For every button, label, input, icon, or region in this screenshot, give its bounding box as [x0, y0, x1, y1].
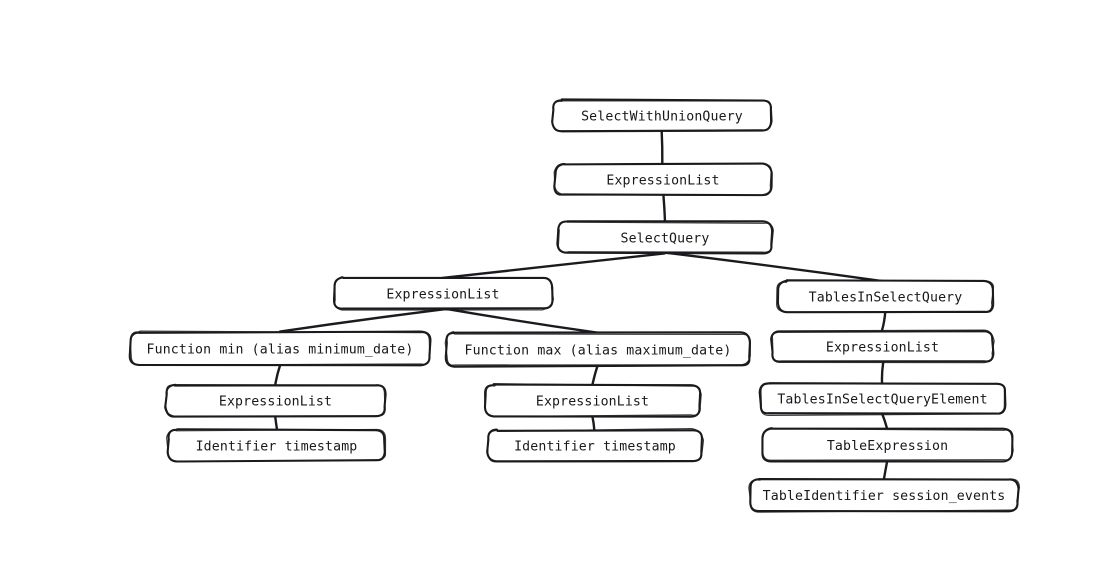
tree-edge — [273, 414, 279, 432]
node-label: TableIdentifier session_events — [763, 489, 1006, 504]
tree-node[interactable]: Identifier timestamp — [486, 427, 705, 463]
tree-node[interactable]: ExpressionList — [483, 383, 702, 418]
node-label: Function min (alias minimum_date) — [147, 343, 414, 358]
tree-edge — [441, 252, 666, 280]
tree-edge — [882, 460, 889, 480]
tree-edge — [662, 194, 667, 223]
node-label: Identifier timestamp — [196, 440, 358, 455]
node-outline-sketch — [776, 279, 995, 313]
node-label: ExpressionList — [536, 395, 649, 410]
node-label: ExpressionList — [219, 395, 332, 410]
tree-node[interactable]: TablesInSelectQuery — [776, 279, 995, 314]
tree-edge — [273, 364, 282, 387]
tree-node[interactable]: Function min (alias minimum_date) — [128, 330, 432, 367]
node-label: ExpressionList — [386, 288, 499, 303]
edge-layer — [273, 129, 889, 480]
tree-edge — [663, 251, 887, 283]
node-label: Identifier timestamp — [514, 440, 676, 455]
node-outline-sketch — [748, 478, 1021, 513]
tree-node[interactable]: SelectQuery — [556, 220, 774, 255]
node-outline-sketch — [334, 276, 555, 311]
node-label: TablesInSelectQuery — [809, 291, 963, 306]
tree-node[interactable]: TableIdentifier session_events — [748, 478, 1021, 513]
node-outline-sketch — [551, 99, 773, 133]
node-outline-sketch — [166, 428, 387, 463]
node-layer: SelectWithUnionQueryExpressionListSelect… — [128, 98, 1021, 513]
node-outline-sketch — [762, 427, 1014, 461]
tree-node[interactable]: ExpressionList — [553, 162, 773, 197]
node-label: Function max (alias maximum_date) — [465, 344, 732, 359]
tree-edge — [591, 415, 596, 432]
tree-edge — [880, 412, 889, 430]
node-label: ExpressionList — [826, 341, 939, 356]
tree-edge — [591, 365, 599, 387]
node-outline-sketch — [553, 162, 772, 197]
node-outline-sketch — [444, 331, 751, 366]
node-outline-sketch — [557, 220, 774, 253]
node-outline-sketch — [164, 384, 386, 418]
node-label: TableExpression — [827, 439, 948, 454]
tree-node[interactable]: TablesInSelectQueryElement — [758, 382, 1007, 417]
node-label: SelectWithUnionQuery — [581, 110, 743, 125]
tree-edge — [880, 361, 885, 384]
node-label: TablesInSelectQueryElement — [777, 393, 987, 408]
node-outline-sketch — [760, 382, 1005, 417]
tree-node[interactable]: Function max (alias maximum_date) — [444, 331, 751, 368]
node-outline-sketch — [129, 330, 431, 366]
node-outline-sketch — [771, 329, 995, 364]
node-label: ExpressionList — [606, 174, 719, 189]
tree-node[interactable]: ExpressionList — [332, 276, 555, 311]
tree-edge — [880, 310, 887, 332]
tree-node[interactable]: Identifier timestamp — [166, 428, 387, 463]
tree-node[interactable]: ExpressionList — [164, 383, 387, 418]
tree-node[interactable]: TableExpression — [761, 427, 1014, 463]
tree-node[interactable]: SelectWithUnionQuery — [551, 98, 773, 133]
tree-edge — [278, 308, 444, 333]
tree-edge — [442, 307, 600, 335]
node-outline-sketch — [487, 427, 705, 463]
tree-edge — [660, 129, 664, 165]
node-outline-sketch — [483, 383, 702, 418]
node-label: SelectQuery — [621, 232, 710, 247]
tree-node[interactable]: ExpressionList — [770, 329, 995, 364]
